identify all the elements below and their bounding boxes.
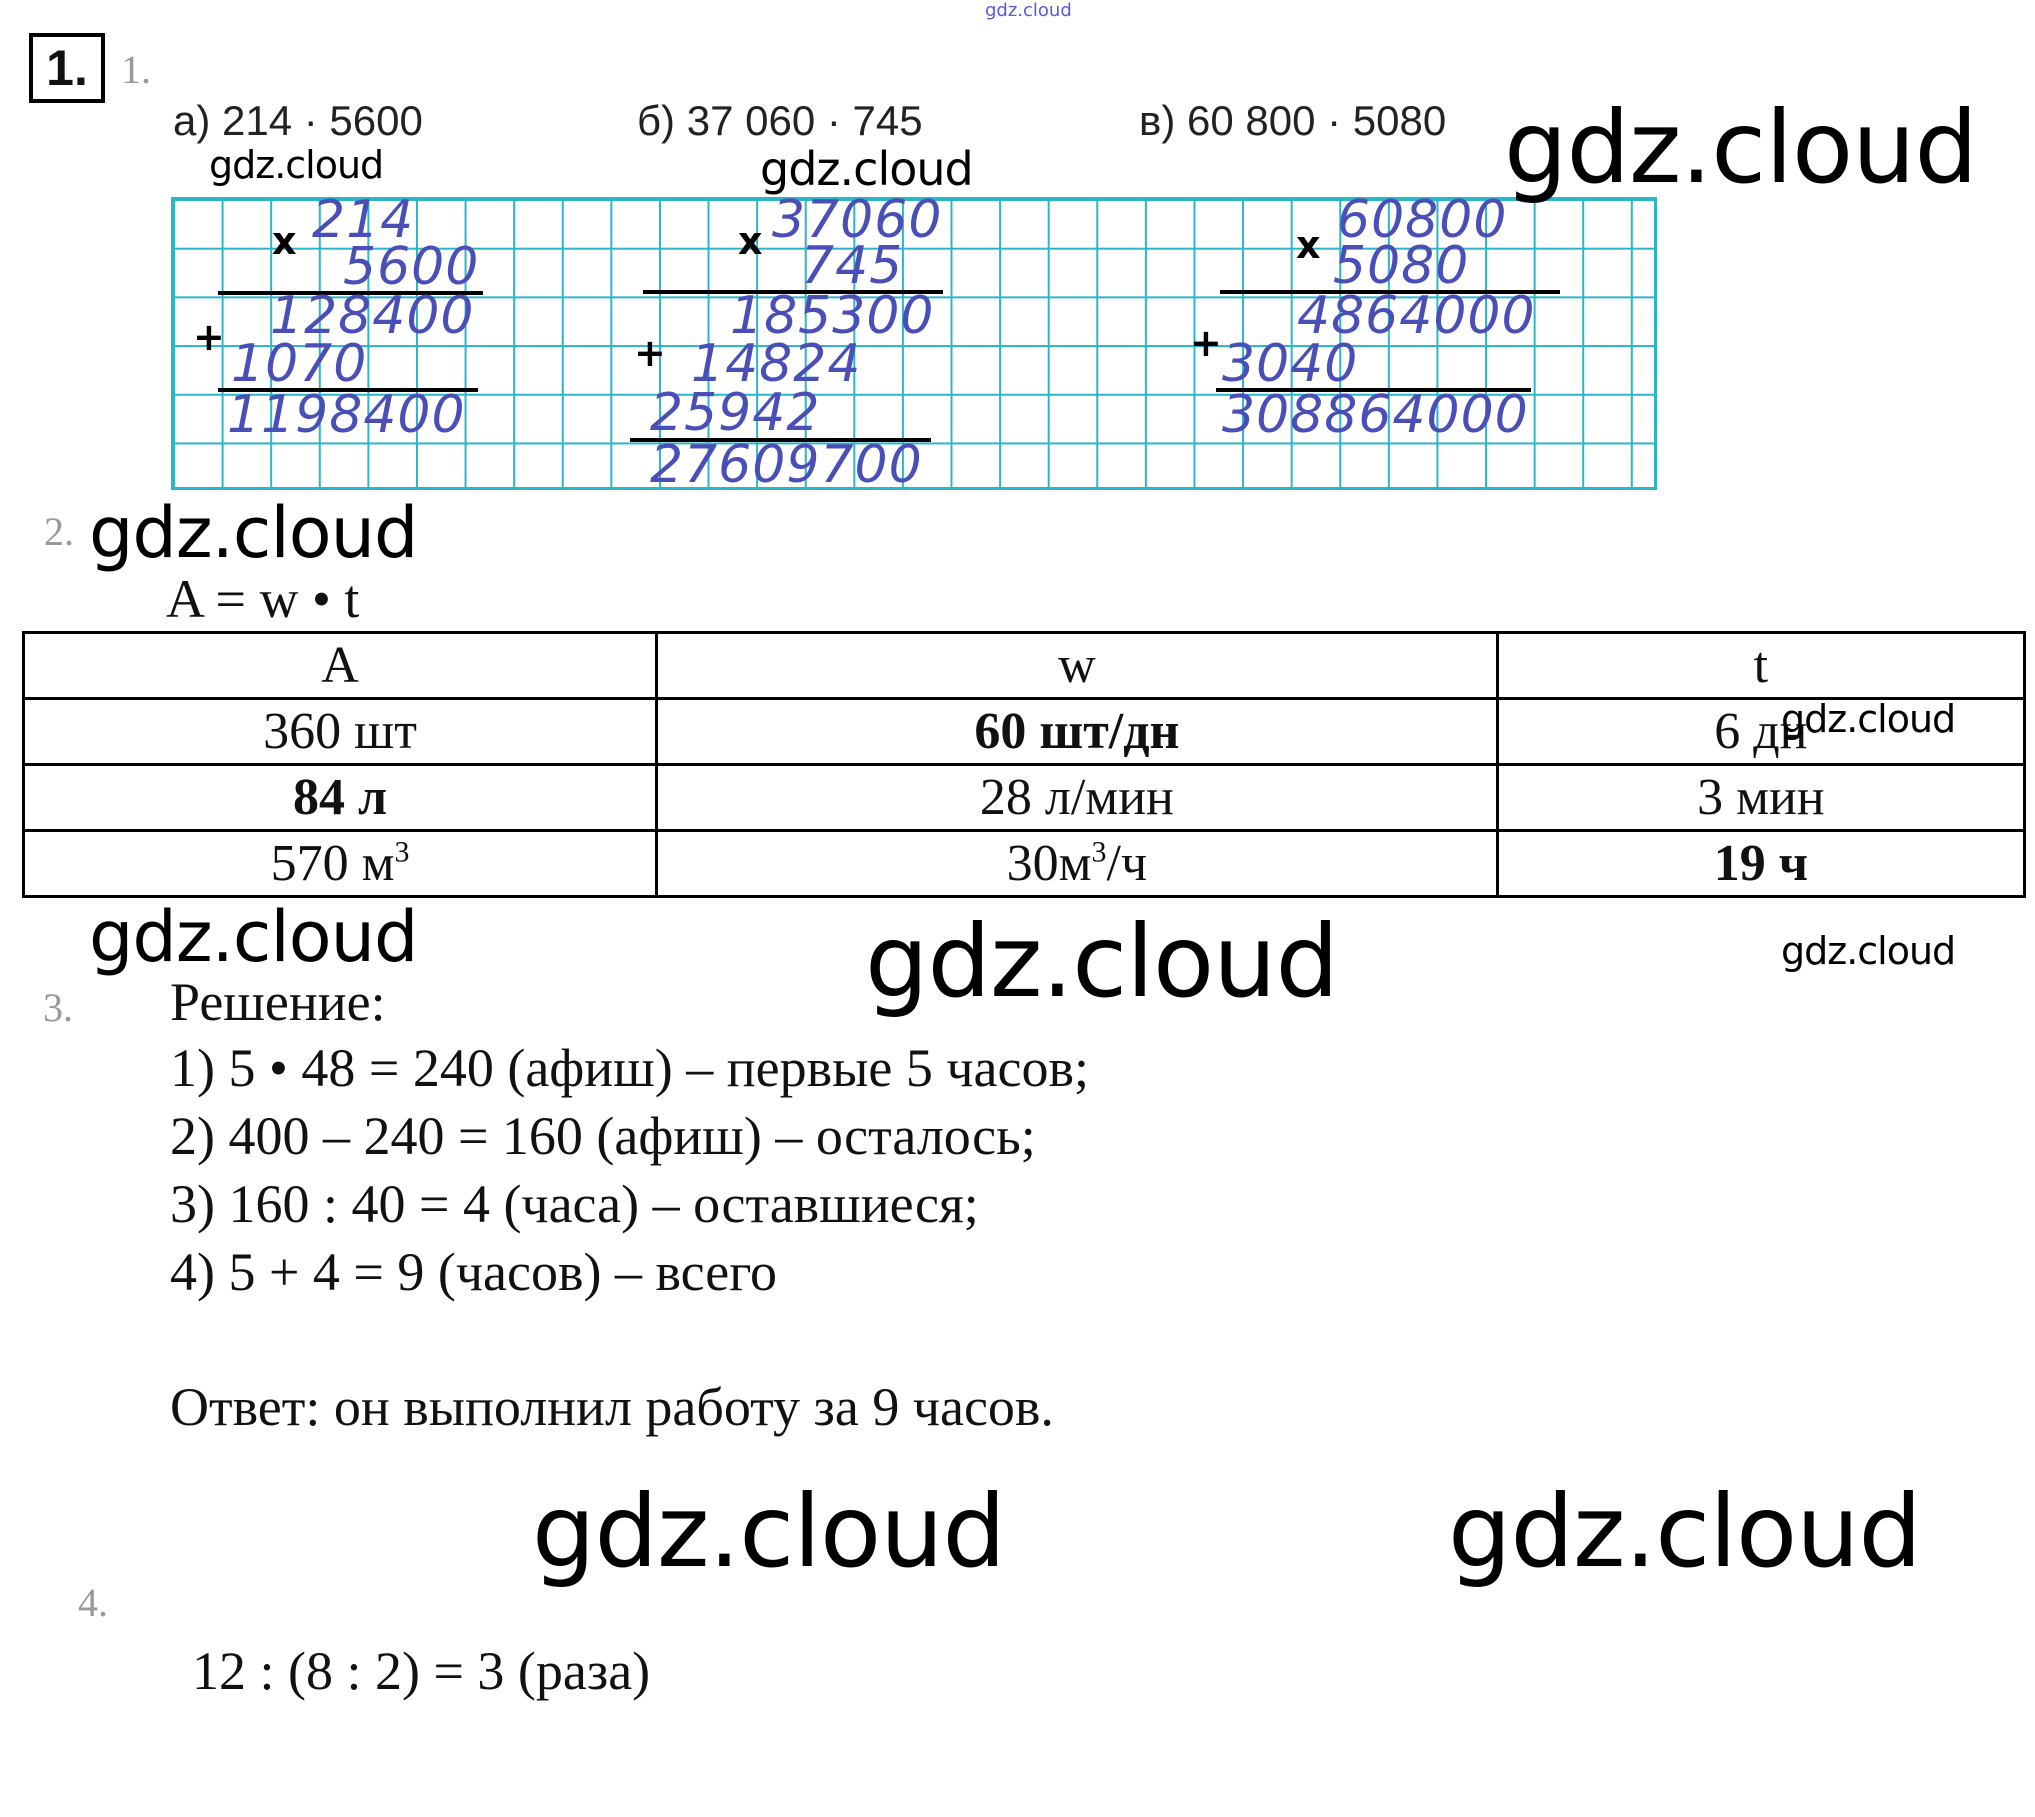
factor1-b: 37060	[772, 190, 943, 250]
rule-line	[1220, 290, 1560, 294]
solution-heading: Решение:	[170, 972, 386, 1032]
task-number: 4.	[78, 1580, 108, 1625]
table-cell: 360 шт	[21, 697, 659, 766]
rule-line	[1216, 388, 1531, 392]
plus-sign: +	[193, 315, 225, 359]
watermark: gdz.cloud	[89, 492, 418, 574]
partial3-b: 25942	[650, 383, 821, 443]
watermark-top: gdz.cloud	[985, 0, 1072, 21]
rule-line	[643, 290, 943, 294]
partial1-v: 4864000	[1297, 286, 1536, 346]
factor2-v: 5080	[1333, 236, 1470, 296]
expression: 12 : (8 : 2) = 3 (раза)	[192, 1641, 651, 1701]
partial2-b: 14824	[691, 334, 862, 394]
partial2-v: 3040	[1222, 334, 1359, 394]
formula: A = w • t	[166, 569, 360, 629]
superscript: 3	[394, 835, 410, 869]
header-cell: t	[1495, 631, 2027, 700]
cell-suffix: /ч	[1106, 835, 1148, 892]
rule-line	[630, 438, 931, 442]
watermark: gdz.cloud	[1781, 929, 1956, 973]
table-row: 360 шт 60 шт/дн 6 дн	[21, 697, 2027, 766]
factor1-a: 214	[312, 190, 415, 250]
cell-value: 30м	[1006, 835, 1092, 892]
table-cell: 30м3/ч	[655, 829, 1499, 898]
times-sign: x	[1296, 223, 1321, 267]
watermark: gdz.cloud	[865, 903, 1339, 1020]
watermark: gdz.cloud	[532, 1473, 1006, 1590]
table-cell: 19 ч	[1495, 829, 2027, 898]
factor2-b: 745	[801, 236, 904, 296]
plus-sign: +	[1190, 321, 1222, 365]
table-cell: 28 л/мин	[655, 763, 1499, 832]
solution-step: 3) 160 : 40 = 4 (часа) – оставшиеся;	[170, 1174, 979, 1234]
partial1-b: 185300	[730, 286, 935, 346]
factor2-a: 5600	[343, 237, 480, 297]
plus-sign: +	[634, 331, 666, 375]
table-cell: 3 мин	[1495, 763, 2027, 832]
task-label-v: в) 60 800 · 5080	[1139, 97, 1447, 144]
factor1-v: 60800	[1337, 190, 1508, 250]
table-row: 84 л 28 л/мин 3 мин	[21, 763, 2027, 832]
superscript: 3	[1091, 835, 1107, 869]
solution-step: 1) 5 • 48 = 240 (афиш) – первые 5 часов;	[170, 1038, 1089, 1098]
task-label-b: б) 37 060 · 745	[637, 97, 923, 144]
watermark: gdz.cloud	[1781, 697, 1956, 741]
watermark: gdz.cloud	[89, 896, 418, 978]
partial2-a: 1070	[231, 334, 368, 394]
header-cell: A	[21, 631, 659, 700]
header-cell: w	[655, 631, 1499, 700]
rule-line	[218, 388, 478, 392]
watermark: gdz.cloud	[209, 143, 384, 187]
task-number-box: 1.	[29, 33, 105, 103]
task-label-a: а) 214 · 5600	[173, 97, 423, 144]
table-row: 570 м3 30м3/ч 19 ч	[21, 829, 2027, 898]
solution-step: 2) 400 – 240 = 160 (афиш) – осталось;	[170, 1106, 1036, 1166]
watermark: gdz.cloud	[1448, 1473, 1922, 1590]
rule-line	[218, 291, 483, 295]
result-v: 308864000	[1222, 385, 1529, 445]
answer: Ответ: он выполнил работу за 9 часов.	[170, 1377, 1054, 1437]
cell-value: 570 м	[270, 835, 395, 892]
table-cell: 60 шт/дн	[655, 697, 1499, 766]
task-number: 2.	[44, 509, 74, 554]
values-table: A w t 360 шт 60 шт/дн 6 дн 84 л 28 л/мин…	[21, 631, 2027, 898]
times-sign: x	[272, 219, 297, 263]
partial1-a: 128400	[270, 286, 475, 346]
result-b: 27609700	[650, 435, 923, 495]
table-cell: 570 м3	[21, 829, 659, 898]
times-sign: x	[738, 219, 763, 263]
result-a: 1198400	[227, 385, 466, 445]
solution-step: 4) 5 + 4 = 9 (часов) – всего	[170, 1242, 778, 1302]
task-number: 1.	[121, 47, 151, 92]
watermark: gdz.cloud	[760, 142, 974, 196]
table-cell: 6 дн	[1495, 697, 2027, 766]
task-number: 3.	[43, 985, 73, 1030]
watermark: gdz.cloud	[1504, 89, 1978, 206]
table-cell: 84 л	[21, 763, 659, 832]
table-header-row: A w t	[21, 631, 2027, 700]
